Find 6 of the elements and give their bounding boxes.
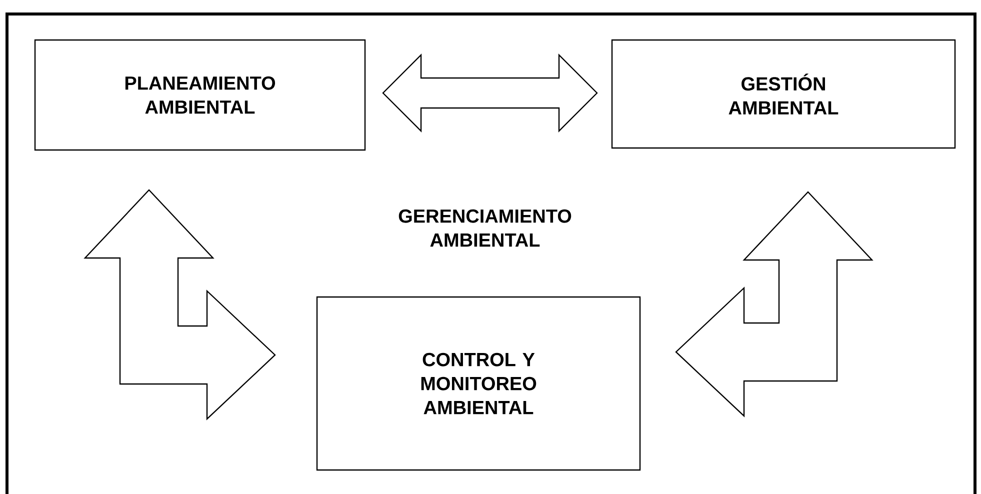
- block-arrow: [675, 191, 874, 418]
- box: CONTROL Y MONITOREO AMBIENTAL: [316, 296, 641, 471]
- title: GERENCIAMIENTO AMBIENTAL: [398, 209, 572, 247]
- block-arrow: [382, 54, 598, 132]
- box: GESTIÓN AMBIENTAL: [611, 39, 956, 149]
- box: PLANEAMIENTO AMBIENTAL: [34, 39, 366, 151]
